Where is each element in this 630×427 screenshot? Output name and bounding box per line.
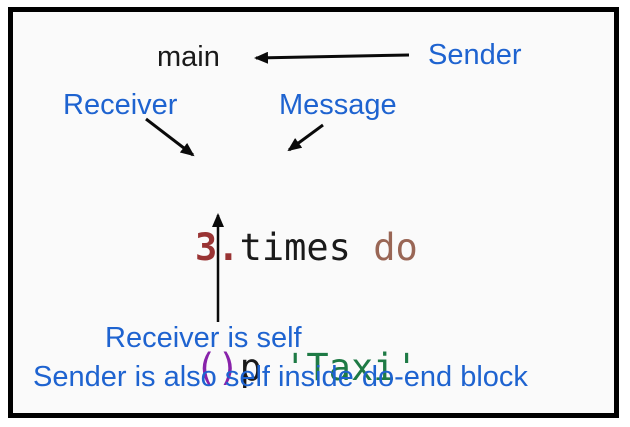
receiver-token: 3. xyxy=(195,226,240,269)
sender-label: Sender xyxy=(428,39,522,71)
sender-is-self-label: Sender is also self inside do-end block xyxy=(33,361,528,393)
receiver-label: Receiver xyxy=(63,89,178,121)
taxi-string-token: 'Taxi' xyxy=(284,346,418,389)
p-method-token: p xyxy=(239,346,262,389)
message-label: Message xyxy=(279,89,397,121)
code-line-2: ()p 'Taxi' xyxy=(195,348,418,388)
code-line-1: 3.times do xyxy=(195,228,418,268)
parens-token: () xyxy=(195,346,240,389)
space-token xyxy=(351,226,373,269)
receiver-is-self-label: Receiver is self xyxy=(105,322,302,354)
diagram-frame xyxy=(8,7,619,418)
main-label: main xyxy=(157,41,220,73)
code-block: 3.times do ()p 'Taxi' end xyxy=(195,148,418,427)
times-method-token: times xyxy=(239,226,351,269)
do-keyword-token: do xyxy=(373,226,418,269)
